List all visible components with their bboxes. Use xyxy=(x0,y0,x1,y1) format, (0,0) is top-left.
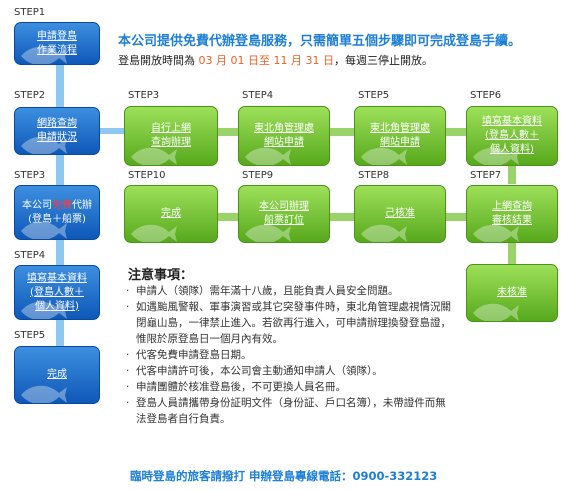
fish-icon xyxy=(245,224,291,242)
row2-step8-box[interactable]: 己核准 xyxy=(354,185,446,243)
row1-step3-box[interactable]: 自行上網查詢辦理 xyxy=(124,106,218,166)
step-label-row2-2: STEP9 xyxy=(242,170,274,181)
step-label-left-2: STEP2 xyxy=(14,90,46,101)
fish-icon xyxy=(473,147,519,165)
left-connector-3 xyxy=(56,240,64,265)
box-line: 個人資料) xyxy=(35,300,79,312)
step-label-row2-3: STEP8 xyxy=(358,170,390,181)
left-connector-4 xyxy=(56,318,64,348)
box-line: 作業流程 xyxy=(37,44,77,56)
row1-connector-3 xyxy=(446,128,468,136)
footer-hotline: 臨時登島的旅客請撥打 申辦登島專線電話：0900-332123 xyxy=(130,469,438,483)
step-label-row1-1: STEP3 xyxy=(128,90,160,101)
box-line: 本公司 xyxy=(22,199,52,211)
box-line: 自行上網 xyxy=(151,123,191,134)
step-label-row2-1: STEP10 xyxy=(128,170,166,181)
hours-prefix: 登島開放時間為 xyxy=(118,54,195,67)
left-connector-2 xyxy=(56,150,64,185)
note-item: 代客免費申請登島日期。 xyxy=(126,347,451,363)
notes-title: 注意事項： xyxy=(128,268,194,283)
fish-icon xyxy=(131,224,177,242)
box-line: 申請狀況 xyxy=(37,132,77,143)
row1-connector-1 xyxy=(218,128,238,136)
note-item: 如遇颱風警報、軍事演習或其它突發事件時，東北角管理處視情況關閉龜山島，一律禁止進… xyxy=(126,299,451,347)
step-label-row1-3: STEP5 xyxy=(358,90,390,101)
fish-icon xyxy=(473,303,519,321)
box-line: 完成 xyxy=(47,369,67,380)
box-line: 代辦 xyxy=(72,199,92,211)
fish-icon xyxy=(131,147,177,165)
box-line: 個人資料) xyxy=(490,144,534,155)
fish-icon xyxy=(21,385,67,403)
box-line: 上網查詢 xyxy=(492,201,532,212)
box-line: 船票訂位 xyxy=(264,215,304,226)
step-label-row1-2: STEP4 xyxy=(242,90,274,101)
box-line: 本公司辦理 xyxy=(259,201,309,212)
step-label-left-4: STEP4 xyxy=(14,250,46,261)
step-label-left-1: STEP1 xyxy=(14,7,46,18)
box-line: (登島人數＋ xyxy=(485,130,539,141)
hours-date-range: 03 月 01 日至 11 月 31 日 xyxy=(198,54,334,67)
row2-step7-box[interactable]: 上網查詢審核結果 xyxy=(466,185,558,243)
fish-icon xyxy=(361,224,407,242)
box-line: 東北角管理處 xyxy=(254,123,314,134)
row1-step5-box[interactable]: 東北角管理處網站申請 xyxy=(354,106,446,166)
box-line: 填寫基本資料 xyxy=(27,272,87,284)
box-line: 完成 xyxy=(161,208,181,219)
fish-icon xyxy=(21,221,67,239)
note-item: 代客申請許可後，本公司會主動通知申請人（領隊）。 xyxy=(126,363,451,379)
step-label-row1-4: STEP6 xyxy=(470,90,502,101)
fish-icon xyxy=(21,136,67,154)
fish-icon xyxy=(21,46,67,64)
note-item: 申請人（領隊）需年滿十八歲，且能負責人員安全問題。 xyxy=(126,283,451,299)
not-approved-box[interactable]: 未核准 xyxy=(466,264,558,322)
row1-connector-2 xyxy=(330,128,354,136)
notes-list: 申請人（領隊）需年滿十八歲，且能負責人員安全問題。 如遇颱風警報、軍事演習或其它… xyxy=(126,283,451,427)
right-connector-1 xyxy=(508,166,516,184)
left-step1-box[interactable]: 申請登島作業流程 xyxy=(14,22,100,65)
row2-connector-2 xyxy=(330,213,354,221)
box-line: 網站申請 xyxy=(380,137,420,148)
free-highlight: 免費 xyxy=(52,199,72,211)
box-line: 網站申請 xyxy=(264,137,304,148)
row1-step4-box[interactable]: 東北角管理處網站申請 xyxy=(238,106,330,166)
fish-icon xyxy=(473,224,519,242)
left-step2-box[interactable]: 網路查詢申請狀況 xyxy=(14,107,100,155)
hours-suffix: ，每週三停止開放。 xyxy=(333,54,433,67)
row1-step6-box[interactable]: 填寫基本資料 (登島人數＋ 個人資料) xyxy=(466,106,558,166)
step-label-left-3: STEP3 xyxy=(14,170,46,181)
row2-step10-box[interactable]: 完成 xyxy=(124,185,218,243)
box-line: (登島＋船票) xyxy=(28,213,86,225)
open-hours: 登島開放時間為 03 月 01 日至 11 月 31 日，每週三停止開放。 xyxy=(118,52,433,68)
box-line: 己核准 xyxy=(385,208,415,219)
left-step5-box[interactable]: 完成 xyxy=(14,346,100,404)
note-item: 登島人員請攜帶身份証明文件（身份証、戶口名簿），未帶證件而無法登島者自行負責。 xyxy=(126,395,451,427)
intro-text: 本公司提供免費代辦登島服務，只需簡單五個步驟即可完成登島手續。 xyxy=(118,34,522,49)
box-line: 審核結果 xyxy=(492,215,532,226)
box-line: 填寫基本資料 xyxy=(482,116,542,127)
step-label-left-5: STEP5 xyxy=(14,330,46,341)
box-line: (登島人數＋ xyxy=(30,286,84,298)
row1-connector-0 xyxy=(100,128,124,134)
fish-icon xyxy=(21,301,67,319)
row2-connector-3 xyxy=(446,213,468,221)
left-step4-box[interactable]: 填寫基本資料 (登島人數＋ 個人資料) xyxy=(14,265,100,320)
fish-icon xyxy=(361,147,407,165)
left-connector-1 xyxy=(56,62,64,110)
box-line: 網路查詢 xyxy=(37,118,77,129)
right-connector-2 xyxy=(508,240,516,264)
box-line: 東北角管理處 xyxy=(370,123,430,134)
box-line: 申請登島 xyxy=(37,30,77,42)
box-line: 未核准 xyxy=(497,287,527,298)
row2-step9-box[interactable]: 本公司辦理船票訂位 xyxy=(238,185,330,243)
left-step3-box[interactable]: 本公司免費代辦 (登島＋船票) xyxy=(14,185,100,240)
note-item: 申請團體於核准登島後，不可更換人員名冊。 xyxy=(126,379,451,395)
fish-icon xyxy=(245,147,291,165)
step-label-row2-4: STEP7 xyxy=(470,170,502,181)
row2-connector-1 xyxy=(218,213,238,221)
box-line: 查詢辦理 xyxy=(151,137,191,148)
